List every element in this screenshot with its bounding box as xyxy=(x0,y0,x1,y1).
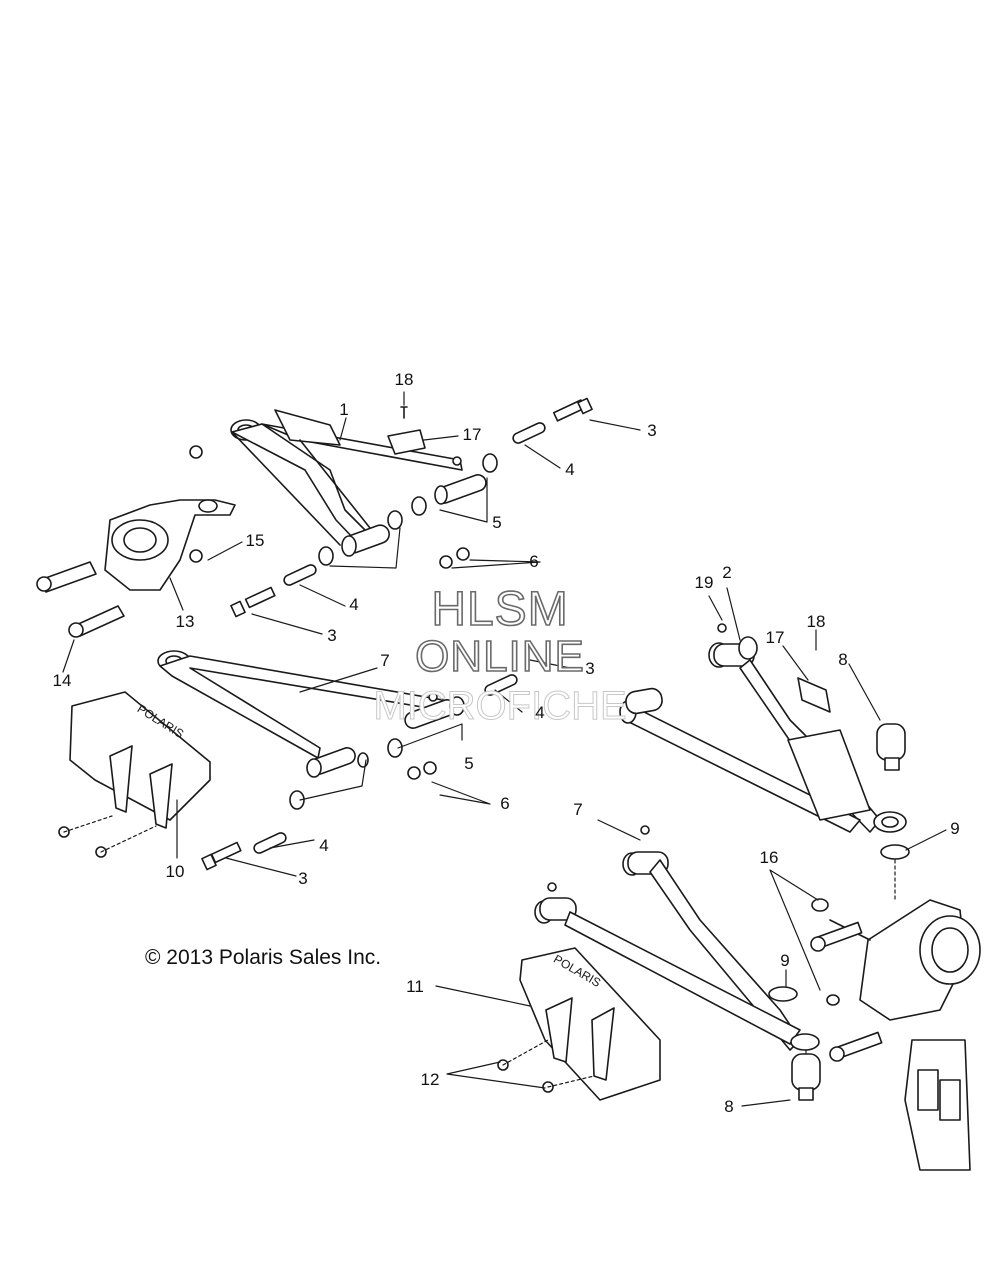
callout-11: 11 xyxy=(406,977,424,996)
callout-15: 15 xyxy=(245,531,265,550)
watermark-line2: ONLINE xyxy=(414,631,585,682)
callout-3: 3 xyxy=(585,659,595,678)
callout-9: 9 xyxy=(780,951,790,970)
watermark-line1: HLSM xyxy=(431,582,569,637)
callout-4: 4 xyxy=(535,703,545,722)
callout-18: 18 xyxy=(806,612,826,631)
lower-a-arm-right xyxy=(534,825,820,1051)
callout-3: 3 xyxy=(298,869,308,888)
screw-18-upper xyxy=(400,406,408,419)
brake-caliper xyxy=(904,1039,971,1171)
callout-3: 3 xyxy=(327,626,337,645)
snap-ring-9-lower xyxy=(768,986,798,1002)
callout-19: 19 xyxy=(694,573,714,592)
callout-4: 4 xyxy=(349,595,359,614)
knuckle-left xyxy=(36,499,236,638)
skid-plate-11: POLARIS xyxy=(497,947,661,1101)
upper-a-arm-right xyxy=(619,623,907,833)
callout-8: 8 xyxy=(838,650,848,669)
bump-stop-8-upper xyxy=(876,723,906,771)
callout-3: 3 xyxy=(647,421,657,440)
bushing-set-upper xyxy=(318,453,498,566)
watermark-line3: MICROFICHE xyxy=(373,684,627,729)
callout-2: 2 xyxy=(722,563,732,582)
callout-14: 14 xyxy=(52,671,72,690)
callout-18: 18 xyxy=(394,370,414,389)
bump-stop-8-lower xyxy=(791,1053,821,1101)
knuckle-right xyxy=(810,898,981,1062)
callout-12: 12 xyxy=(420,1070,440,1089)
callout-7: 7 xyxy=(573,800,583,819)
copyright-notice: © 2013 Polaris Sales Inc. xyxy=(145,946,382,969)
callout-6: 6 xyxy=(529,552,539,571)
callout-5: 5 xyxy=(492,513,502,532)
pins-bolts-upper xyxy=(189,397,593,618)
callout-1: 1 xyxy=(339,400,349,419)
upper-a-arm-left xyxy=(230,409,463,546)
callout-5: 5 xyxy=(464,754,474,773)
callout-8: 8 xyxy=(724,1097,734,1116)
callout-9: 9 xyxy=(950,819,960,838)
callout-7: 7 xyxy=(380,651,390,670)
callout-16: 16 xyxy=(759,848,779,867)
clip-17-upper xyxy=(387,429,426,455)
callout-10: 10 xyxy=(165,862,185,881)
callout-6: 6 xyxy=(500,794,510,813)
lower-a-arm-left xyxy=(157,650,518,871)
callout-13: 13 xyxy=(175,612,195,631)
callout-17: 17 xyxy=(462,425,482,444)
callout-4: 4 xyxy=(565,460,575,479)
leader-lines xyxy=(62,391,947,1107)
callout-4: 4 xyxy=(319,836,329,855)
callout-17: 17 xyxy=(765,628,785,647)
snap-ring-9-upper xyxy=(880,844,910,860)
